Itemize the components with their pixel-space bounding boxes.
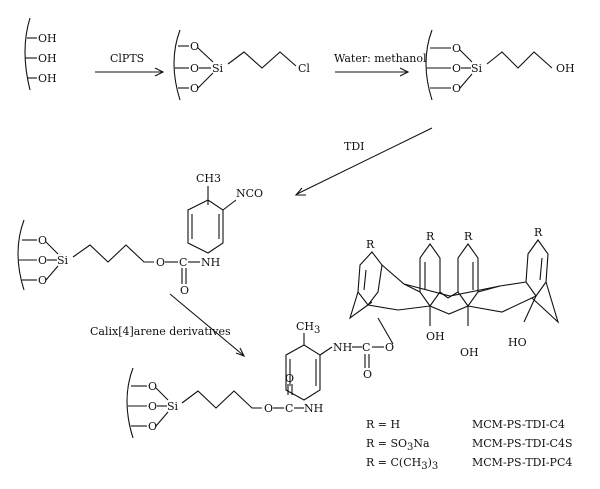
reaction-arrow-1: ClPTS: [95, 52, 165, 77]
methyl-label: CH3: [296, 320, 320, 336]
reagent-calixarene: Calix[4]arene derivatives: [90, 325, 231, 338]
oxygen-label: O: [180, 284, 189, 297]
silicon-label: Si: [167, 400, 179, 413]
silicon-label: Si: [57, 254, 69, 267]
silicon-label: Si: [212, 62, 224, 75]
calixarene-structure: R R R R OH OH HO: [348, 226, 560, 359]
reagent-water-methanol: Water: methanol: [334, 52, 427, 65]
r-group-label: R: [464, 230, 473, 243]
oxygen-label: O: [148, 380, 157, 393]
chlorine-label: Cl: [298, 62, 310, 75]
oxygen-label: O: [363, 368, 372, 381]
reaction-arrow-4: Calix[4]arene derivatives: [90, 293, 246, 358]
methyl-label: CH3: [196, 172, 221, 185]
substituent-legend: R = H MCM-PS-TDI-C4 R = SO3Na MCM-PS-TDI…: [366, 418, 573, 472]
isocyanate-label: NCO: [236, 187, 263, 200]
legend-r-tbutyl: R = C(CH3)3: [366, 456, 438, 472]
carbon-label: C: [362, 341, 370, 354]
carbon-label: C: [285, 402, 293, 415]
chloropropyl-silica-structure: O O O Si Cl: [173, 29, 310, 101]
r-group-label: R: [366, 238, 375, 251]
legend-r-h: R = H: [366, 418, 400, 431]
hydroxyl-label: OH: [556, 62, 575, 75]
oxygen-label: O: [452, 82, 461, 95]
oxygen-label: O: [452, 62, 461, 75]
hydroxyl-label: OH: [38, 52, 57, 65]
oxygen-label: O: [190, 40, 199, 53]
amine-label: NH: [304, 402, 323, 415]
oxygen-label: O: [38, 234, 47, 247]
oxygen-label: O: [385, 341, 394, 354]
r-group-label: R: [426, 230, 435, 243]
hydroxyl-label: OH: [426, 330, 445, 343]
hydroxyl-label: OH: [460, 346, 479, 359]
oxygen-label: O: [190, 82, 199, 95]
legend-product-c4: MCM-PS-TDI-C4: [472, 418, 565, 431]
hydroxyl-label: OH: [38, 32, 57, 45]
final-product-structure: O O O Si O C O NH CH3 NH C O O: [126, 320, 394, 439]
legend-r-so3na: R = SO3Na: [366, 437, 430, 453]
reagent-clpts: ClPTS: [110, 52, 144, 65]
amine-label: NH: [333, 341, 352, 354]
silicon-label: Si: [471, 62, 483, 75]
reaction-arrow-2: Water: methanol: [334, 52, 427, 77]
hydroxyl-label: OH: [38, 72, 57, 85]
hydroxypropyl-silica-structure: O O O Si OH: [425, 29, 575, 101]
oxygen-label: O: [38, 274, 47, 287]
hydroxyl-label: HO: [508, 336, 527, 349]
silica-oh-structure: OH OH OH: [24, 17, 57, 91]
oxygen-label: O: [148, 400, 157, 413]
oxygen-label: O: [148, 420, 157, 433]
oxygen-label: O: [38, 254, 47, 267]
oxygen-label: O: [452, 42, 461, 55]
carbon-label: C: [179, 256, 187, 269]
legend-product-c4s: MCM-PS-TDI-C4S: [472, 437, 573, 450]
r-group-label: R: [534, 226, 543, 239]
oxygen-label: O: [190, 62, 199, 75]
reagent-tdi: TDI: [344, 140, 365, 153]
oxygen-label: O: [156, 256, 165, 269]
reaction-arrow-3: TDI: [294, 127, 433, 196]
oxygen-label: O: [264, 402, 273, 415]
legend-product-pc4: MCM-PS-TDI-PC4: [472, 456, 572, 469]
amine-label: NH: [201, 256, 220, 269]
tdi-silica-structure: O O O Si O C O NH CH3 NCO: [17, 172, 263, 297]
